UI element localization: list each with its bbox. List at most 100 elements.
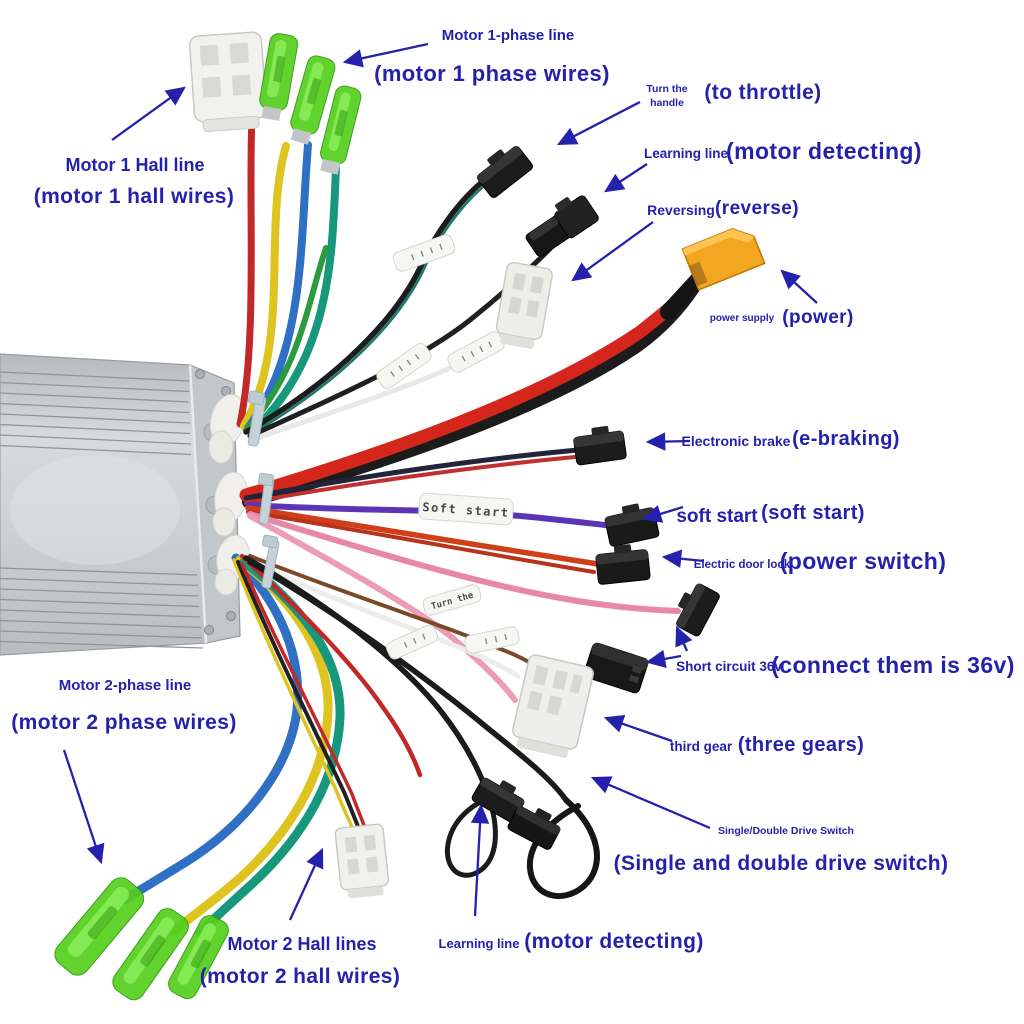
label-throttle-line1: Turn the [646, 83, 687, 95]
sleeve-blank-1 [464, 626, 520, 654]
learning1-connector [525, 195, 599, 257]
aluminum-sheen [10, 455, 180, 565]
label-soft-start-en: (soft start) [761, 502, 865, 524]
label-reversing: Reversing [647, 202, 715, 218]
arrow-e-brake [645, 432, 691, 451]
wire-ebrake-navy [243, 447, 581, 501]
wire-ebrake-red [244, 455, 577, 505]
thirdgear-connector [512, 654, 594, 758]
arrow-short-circuit-left [645, 649, 682, 668]
annotation-power: power supply (power) [710, 269, 853, 328]
label-motor1-phase: Motor 1-phase line [442, 27, 575, 44]
motor2-phase-connector-2 [112, 908, 189, 1001]
arrow-drive-switch [590, 776, 711, 830]
soft-start-sleeve-text: Soft start [422, 500, 510, 520]
annotation-soft-start: soft start (soft start) [641, 502, 865, 527]
label-power-en: (power) [782, 307, 853, 328]
annotation-motor1-phase: Motor 1-phase line (motor 1 phase wires) [342, 27, 610, 86]
wire-harness [119, 114, 715, 937]
annotation-reversing: Reversing (reverse) [571, 198, 799, 282]
heatsink-fins-bottom [0, 567, 204, 649]
arrow-door-lock [661, 549, 705, 568]
throttle-connector [477, 146, 533, 198]
label-motor1-hall: Motor 1 Hall line [65, 155, 204, 175]
screw-bottom-left [204, 625, 214, 635]
arrow-soft-start [641, 505, 684, 523]
wire-motor1-phase-blue [244, 141, 312, 432]
label-short-circuit-en: (connect them is 36v) [771, 652, 1015, 678]
connectors [54, 31, 766, 1001]
wire-label-sleeves: Soft start Turn the [376, 234, 520, 660]
wire-motor2-phase-yellow [167, 555, 333, 937]
learning2-connector [471, 777, 525, 823]
label-power: power supply [710, 313, 775, 324]
wire-motor1-phase-teal [248, 164, 340, 436]
annotation-e-brake: Electronic brake (e-braking) [645, 428, 899, 451]
wire-motor2-phase-blue [119, 553, 303, 905]
sealant-grommets [208, 393, 250, 596]
arrow-motor1-hall [111, 86, 186, 141]
label-motor1-phase-en: (motor 1 phase wires) [374, 61, 610, 86]
wire-driveswitch-black [247, 559, 569, 803]
wire-doorlock-red [245, 505, 601, 567]
end-cap-edge-highlight [188, 364, 208, 644]
arrow-learning-1 [604, 163, 648, 193]
annotations: Motor 1-phase line (motor 1 phase wires)… [11, 27, 1015, 988]
sleeve-learning1 [376, 343, 432, 389]
label-motor2-phase: Motor 2-phase line [59, 677, 192, 694]
annotation-learning-2: Learning line (motor detecting) [439, 803, 703, 953]
arrow-third-gear [603, 714, 673, 743]
label-e-brake: Electronic brake [682, 433, 791, 449]
doorlock-connector [595, 544, 651, 585]
label-learning-2-en: (motor detecting) [524, 930, 703, 953]
heatsink-fins-top [0, 371, 192, 456]
label-third-gear: third gear [670, 739, 733, 754]
label-door-lock: Electric door lock [694, 559, 791, 571]
motor2-phase-connector-1 [54, 877, 145, 976]
label-drive-switch-en: (Single and double drive switch) [614, 852, 949, 875]
label-soft-start: soft start [676, 506, 758, 527]
motor1-phase-connector-3 [320, 85, 362, 175]
wire-motor2-hall-red [240, 562, 370, 838]
arrow-short-circuit-up [675, 625, 693, 652]
shortcircuit-mate-connector [583, 642, 649, 694]
controller-box [0, 353, 250, 656]
wire-shortcircuit-pink [247, 511, 681, 614]
annotation-motor2-phase: Motor 2-phase line (motor 2 phase wires) [11, 677, 236, 865]
arrow-reversing [571, 221, 654, 282]
wire-bottom-red [239, 553, 423, 778]
wire-motor2-hall-black [236, 560, 364, 838]
arrow-learning-2 [470, 803, 490, 917]
label-motor1-hall-en: (motor 1 hall wires) [34, 185, 235, 208]
annotation-short-circuit: Short circuit 36v (connect them is 36v) [645, 625, 1015, 678]
sleeve-throttle [392, 234, 456, 272]
sleeve-turn-the: Turn the [422, 584, 482, 616]
label-learning-1: Learning line [644, 146, 729, 161]
label-short-circuit: Short circuit 36v [676, 659, 782, 674]
annotation-motor2-hall: Motor 2 Hall lines (motor 2 hall wires) [200, 847, 401, 988]
wire-motor1-phase-yellow [240, 142, 290, 430]
reversing-connector [495, 261, 553, 349]
driveswitch-connector [507, 806, 561, 850]
motor2-phase-connector-3 [168, 915, 229, 1000]
arrow-motor1-phase [342, 42, 429, 68]
screw-bottom-right [226, 611, 236, 621]
label-motor2-hall: Motor 2 Hall lines [227, 934, 376, 954]
label-drive-switch: Single/Double Drive Switch [718, 825, 854, 837]
wire-thirdgear-white [245, 557, 521, 679]
annotation-third-gear: third gear (three gears) [603, 714, 864, 756]
wire-throttle-black [243, 179, 485, 435]
annotation-motor1-hall: Motor 1 Hall line (motor 1 hall wires) [34, 86, 235, 208]
wire-doorlock-red2 [246, 510, 596, 574]
label-learning-2: Learning line [439, 936, 520, 951]
arrow-throttle [556, 100, 641, 146]
label-reversing-en: (reverse) [715, 198, 799, 219]
arrow-motor2-phase [62, 749, 105, 865]
label-motor2-hall-en: (motor 2 hall wires) [200, 965, 401, 988]
screw-top-left [195, 369, 205, 379]
label-door-lock-en: (power switch) [780, 548, 947, 574]
wire-pink-turn-the [247, 513, 518, 703]
motor1-phase-connector-1 [259, 33, 299, 121]
